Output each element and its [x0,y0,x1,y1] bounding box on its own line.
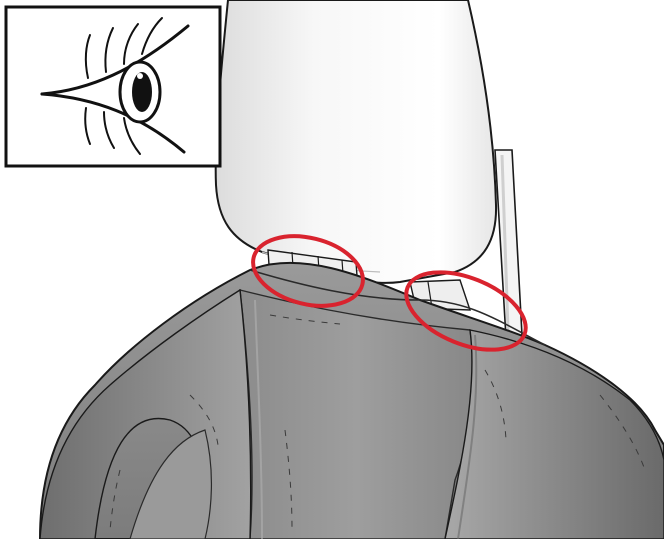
eye-inspection-inset [6,7,220,166]
headrest [216,0,496,283]
seat-back [40,263,664,539]
